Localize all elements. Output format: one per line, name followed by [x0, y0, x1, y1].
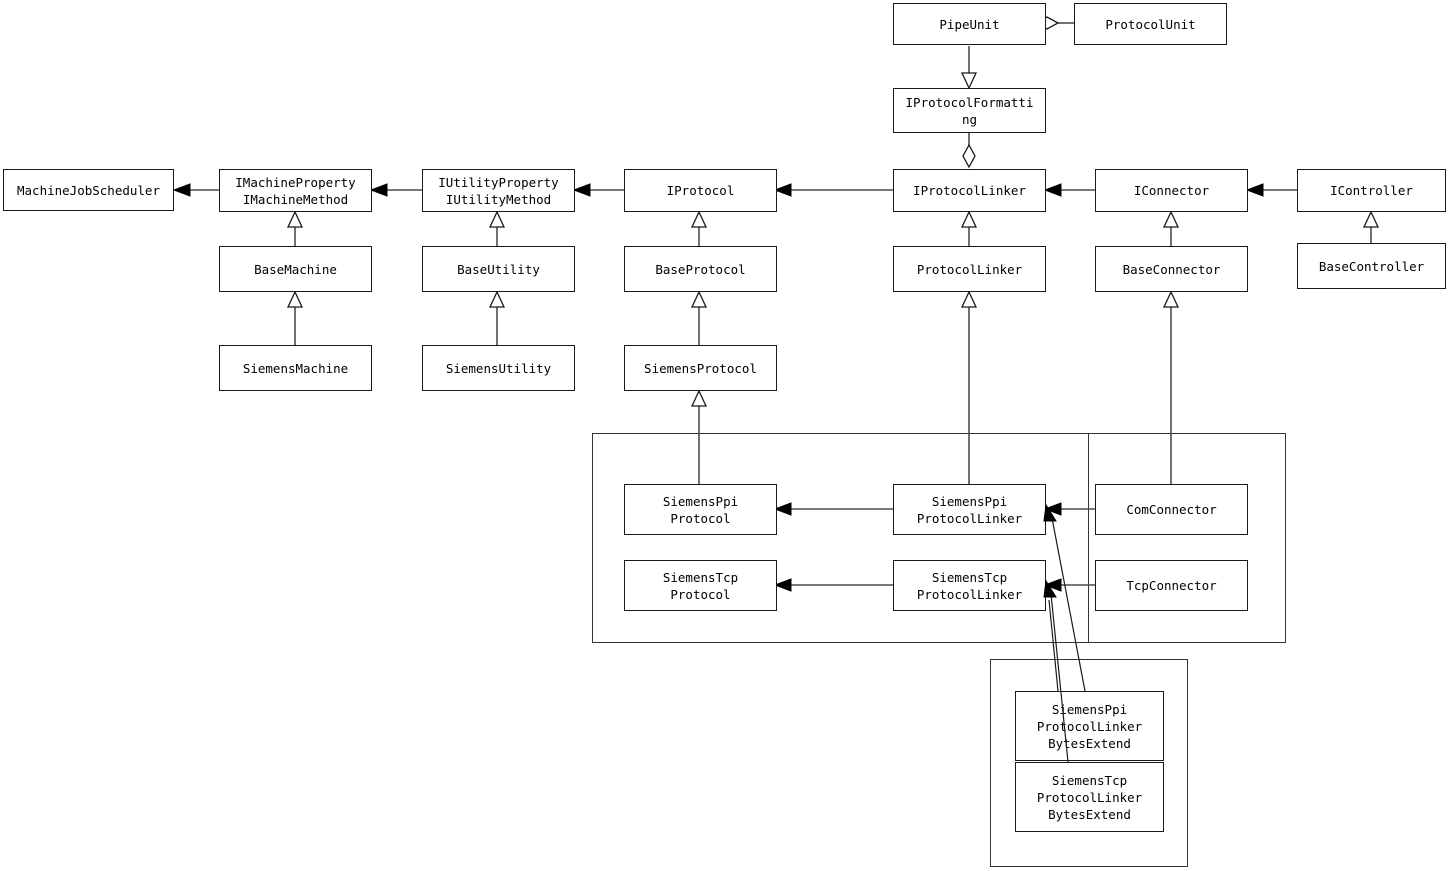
class-siemens-tcp-protocol-linker[interactable]: SiemensTcp ProtocolLinker — [893, 560, 1046, 611]
class-iprotocol-formatting[interactable]: IProtocolFormatti ng — [893, 88, 1046, 133]
class-icontroller-label: IController — [1330, 183, 1413, 198]
class-pipe-unit-label: PipeUnit — [939, 16, 1000, 32]
class-siemens-tcp-protocol-linker-label: SiemensTcp ProtocolLinker — [916, 569, 1023, 602]
class-base-protocol-label: BaseProtocol — [655, 261, 746, 277]
class-siemens-ppi-protocol-linker[interactable]: SiemensPpi ProtocolLinker — [893, 484, 1046, 535]
class-protocol-linker-label: ProtocolLinker — [916, 261, 1023, 277]
class-siemens-ppi-protocol-label: SiemensPpi Protocol — [662, 493, 739, 526]
class-iprotocol-linker[interactable]: IProtocolLinker — [893, 169, 1046, 212]
class-siemens-tcp-protocol-label: SiemensTcp Protocol — [662, 569, 739, 602]
class-siemens-machine-label: SiemensMachine — [242, 360, 349, 376]
class-siemens-tcp-protocol[interactable]: SiemensTcp Protocol — [624, 560, 777, 611]
class-iconnector-label: IConnector — [1133, 183, 1210, 198]
class-iprotocol-linker-label: IProtocolLinker — [913, 183, 1026, 198]
class-machine-job-scheduler[interactable]: MachineJobScheduler — [3, 169, 174, 211]
class-siemens-ppi-protocol-linker-label: SiemensPpi ProtocolLinker — [916, 493, 1023, 526]
class-iprotocol-label: IProtocol — [666, 183, 735, 198]
class-base-utility-label: BaseUtility — [457, 261, 540, 277]
class-icontroller[interactable]: IController — [1297, 169, 1446, 212]
class-siemens-protocol-label: SiemensProtocol — [644, 360, 757, 376]
class-siemens-ppi-protocol[interactable]: SiemensPpi Protocol — [624, 484, 777, 535]
class-tcp-connector-label: TcpConnector — [1126, 578, 1217, 593]
class-base-machine-label: BaseMachine — [254, 261, 337, 277]
class-siemens-tcp-protocol-linker-bytes-extend[interactable]: SiemensTcp ProtocolLinker BytesExtend — [1015, 762, 1164, 832]
class-base-utility[interactable]: BaseUtility — [422, 246, 575, 292]
class-com-connector-label: ComConnector — [1126, 502, 1217, 517]
class-base-connector-label: BaseConnector — [1122, 261, 1221, 277]
class-siemens-utility-label: SiemensUtility — [445, 360, 552, 376]
class-siemens-ppi-protocol-linker-bytes-extend-label: SiemensPpi ProtocolLinker BytesExtend — [1036, 701, 1143, 751]
class-siemens-machine[interactable]: SiemensMachine — [219, 345, 372, 391]
class-iconnector[interactable]: IConnector — [1095, 169, 1248, 212]
class-siemens-protocol[interactable]: SiemensProtocol — [624, 345, 777, 391]
class-protocol-unit-label: ProtocolUnit — [1105, 16, 1196, 32]
class-pipe-unit[interactable]: PipeUnit — [893, 3, 1046, 45]
class-iprotocol[interactable]: IProtocol — [624, 169, 777, 212]
class-siemens-tcp-protocol-linker-bytes-extend-label: SiemensTcp ProtocolLinker BytesExtend — [1036, 772, 1143, 822]
class-iutility-property-label: IUtilityProperty IUtilityMethod — [438, 174, 559, 207]
class-base-connector[interactable]: BaseConnector — [1095, 246, 1248, 292]
class-imachine-property-label: IMachineProperty IMachineMethod — [235, 174, 356, 207]
class-protocol-linker[interactable]: ProtocolLinker — [893, 246, 1046, 292]
class-base-controller[interactable]: BaseController — [1297, 243, 1446, 289]
class-base-machine[interactable]: BaseMachine — [219, 246, 372, 292]
class-base-controller-label: BaseController — [1318, 258, 1425, 274]
class-siemens-ppi-protocol-linker-bytes-extend[interactable]: SiemensPpi ProtocolLinker BytesExtend — [1015, 691, 1164, 761]
class-iprotocol-formatting-label: IProtocolFormatti ng — [905, 94, 1034, 127]
group-connector-implementations — [1088, 433, 1286, 643]
class-imachine-property[interactable]: IMachineProperty IMachineMethod — [219, 169, 372, 212]
class-base-protocol[interactable]: BaseProtocol — [624, 246, 777, 292]
class-tcp-connector[interactable]: TcpConnector — [1095, 560, 1248, 611]
class-iutility-property[interactable]: IUtilityProperty IUtilityMethod — [422, 169, 575, 212]
class-com-connector[interactable]: ComConnector — [1095, 484, 1248, 535]
class-machine-job-scheduler-label: MachineJobScheduler — [17, 182, 160, 198]
group-bytes-extend-implementations — [990, 659, 1188, 867]
class-siemens-utility[interactable]: SiemensUtility — [422, 345, 575, 391]
class-protocol-unit[interactable]: ProtocolUnit — [1074, 3, 1227, 45]
